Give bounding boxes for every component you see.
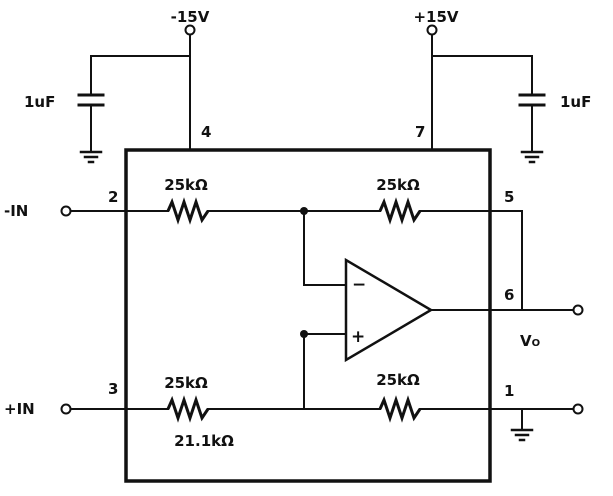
pin-5-label: 5 [504,188,514,206]
inverting-input-label: -IN [4,202,28,220]
opamp-triangle [344,257,434,363]
output-terminal[interactable] [572,304,584,316]
resistor-bottom-right-label: 25kΩ [376,371,420,389]
output-label: VO [520,332,540,350]
inverting-input-terminal[interactable] [60,205,72,217]
pin-2-label: 2 [108,188,118,206]
resistor-bottom-left-label: 25kΩ [164,374,208,392]
pin-3-label: 3 [108,380,118,398]
pin-1-label: 1 [504,382,514,400]
reference-terminal[interactable] [572,403,584,415]
opamp-noninverting-sign: + [351,327,365,347]
noninverting-input-terminal[interactable] [60,403,72,415]
negative-supply [77,24,196,164]
right-capacitor-label: 1uF [560,93,591,111]
resistor-top-right-label: 25kΩ [376,176,420,194]
opamp-inverting-sign: − [352,275,366,295]
left-decoupling-capacitor [77,93,105,107]
resistor-bottom-left [166,395,210,423]
right-ground-icon [520,150,544,164]
negative-supply-terminal[interactable] [184,24,196,36]
noninverting-input-path [60,330,584,442]
pin-6-label: 6 [504,286,514,304]
positive-supply [426,24,546,164]
negative-supply-label: -15V [171,8,210,26]
left-ground-icon [79,150,103,164]
resistor-top-right [378,197,422,225]
output-ground-icon [510,428,534,442]
pin-4-label: 4 [201,123,211,141]
output-path [430,304,584,316]
positive-supply-label: +15V [413,8,458,26]
resistor-bottom-right [378,395,422,423]
ic-package-outline [124,148,492,483]
junction-dot-bottom [300,330,308,338]
noninverting-input-label: +IN [4,400,35,418]
left-capacitor-label: 1uF [24,93,55,111]
positive-supply-terminal[interactable] [426,24,438,36]
pin-7-label: 7 [415,123,425,141]
right-decoupling-capacitor [518,93,546,107]
resistor-top-left-label: 25kΩ [164,176,208,194]
resistor-top-left [166,197,210,225]
inverting-input-path [60,197,523,311]
resistor-bottom-note-label: 21.1kΩ [174,432,234,450]
